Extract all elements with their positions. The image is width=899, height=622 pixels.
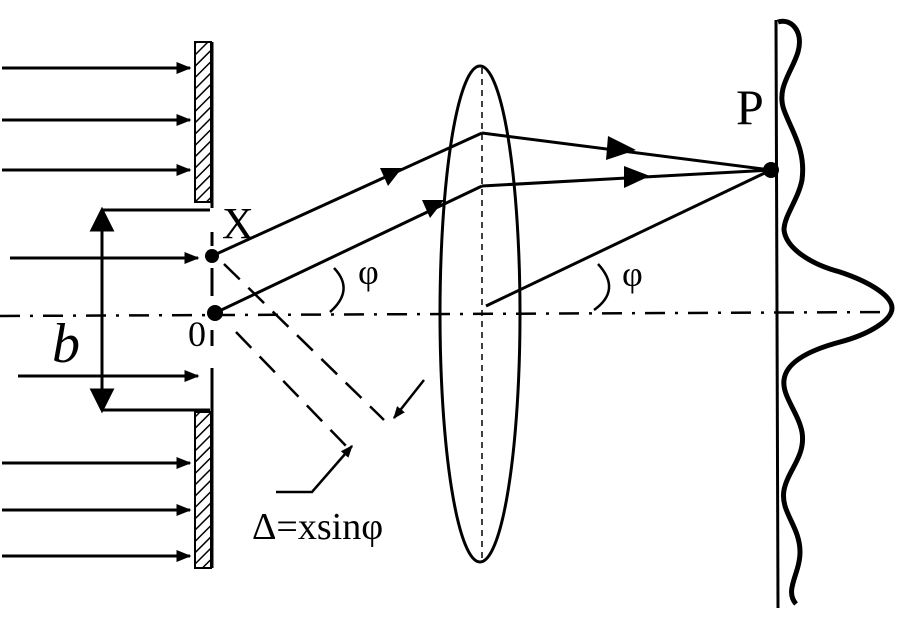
diffracted-rays [211, 131, 483, 315]
point-x [205, 249, 219, 263]
central-ray [485, 168, 772, 308]
slit-width-dimension [89, 206, 210, 414]
intensity-curve [777, 18, 895, 606]
slit-screen [194, 41, 214, 569]
angle-arc-lens [593, 263, 611, 312]
upper-screen-hatch [194, 41, 212, 203]
label-angle: φ [358, 252, 379, 292]
path-difference-construction [223, 263, 425, 494]
incident-rays [2, 62, 200, 562]
label-slit-width: b [52, 313, 80, 375]
observation-screen [774, 19, 780, 609]
label-origin: 0 [188, 314, 206, 354]
optical-axis [0, 310, 899, 318]
label-point-p: P [736, 79, 764, 135]
diffracted-ray-upper [211, 131, 483, 258]
label-angle-after-lens: φ [622, 254, 643, 294]
converging-lens [438, 64, 522, 564]
label-x: X [222, 199, 254, 248]
label-path-difference: Δ=xsinφ [252, 506, 384, 548]
focused-rays [481, 131, 772, 308]
lower-screen-hatch [194, 411, 212, 569]
angle-arc-slit [329, 267, 345, 313]
point-p [763, 162, 779, 178]
